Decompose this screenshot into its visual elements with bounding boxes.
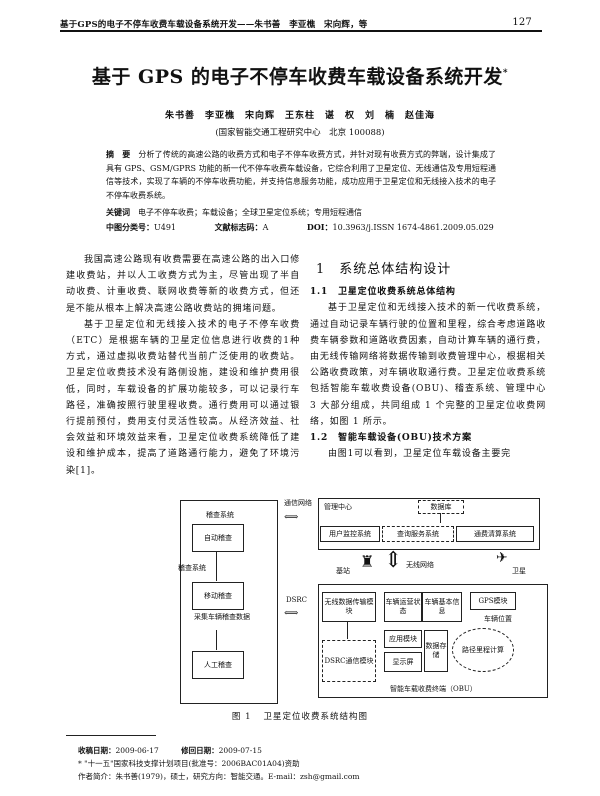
running-header: 基于GPS的电子不停车收费车载设备系统开发——朱书善 李亚樵 宋向辉，等 127 <box>60 14 542 32</box>
satellite-label: 卫星 <box>512 567 526 575</box>
toll-settlement-box: 通费清算系统 <box>456 526 534 542</box>
double-arrow-icon: ⟺ <box>284 608 299 619</box>
paragraph-intro-1: 我国高速公路现有收费需要在高速公路的出入口修建收费站，并以人工收费方式为主，尽管… <box>66 255 300 314</box>
vehicle-position-label: 车辆位置 <box>484 615 512 623</box>
affiliation: (国家智能交通工程研究中心 北京 100088) <box>215 128 385 138</box>
title-footnote-mark: * <box>502 68 509 79</box>
running-header-text: 基于GPS的电子不停车收费车载设备系统开发——朱书善 李亚樵 宋向辉，等 <box>60 20 368 30</box>
auto-inspection-box: 自动稽查 <box>192 524 244 552</box>
wireless-link-arrow-icon: ⇕ <box>384 548 403 573</box>
footnote-divider <box>66 735 156 736</box>
connector-line <box>347 621 348 639</box>
connector-line <box>216 551 217 581</box>
keywords-text: 电子不停车收费；车载设备；全球卫星定位系统；专用短程通信 <box>138 208 362 217</box>
document-code: 文献标志码：A <box>214 222 269 232</box>
figure-number: 图 1 <box>231 712 252 722</box>
connector-line <box>440 513 441 523</box>
wireless-module-box: 无线数据传输模块 <box>322 592 376 622</box>
paragraph-obu: 由图1可以看到，卫星定位车载设备主要完 <box>328 449 511 460</box>
abstract-text: 分析了传统的高速公路的收费方式和电子不停车收费方式，并针对现有收费方式的弊端，设… <box>106 150 497 200</box>
classification-line: 中图分类号：U491 文献标志码：A DOI：10.3963/j.ISSN 16… <box>106 222 526 233</box>
database-box: 数据库 <box>418 500 464 514</box>
obu-label: 智能车载收费终端（OBU） <box>390 685 477 693</box>
figure-1-diagram: 稽查系统 自动稽查 稽查系统 移动稽查 采集车辆稽查数据 人工稽查 通信网络 ⟺… <box>150 496 550 708</box>
paper-title: 基于 GPS 的电子不停车收费车载设备系统开发* <box>0 62 600 89</box>
app-module-box: 应用模块 <box>384 630 422 648</box>
paragraph-intro-2: 基于卫星定位和无线接入技术的电子不停车收费（ETC）是根据车辆的卫星定位信息进行… <box>66 319 300 476</box>
clc-code: 中图分类号：U491 <box>106 222 177 232</box>
double-arrow-icon: ⟺ <box>284 512 299 523</box>
base-station-icon: ♜ <box>360 552 375 571</box>
query-service-box: 查询服务系统 <box>382 526 454 542</box>
comm-network-label: 通信网络 <box>284 499 312 507</box>
user-monitor-box: 用户监控系统 <box>320 526 380 542</box>
dsrc-module-box: DSRC通信模块 <box>322 640 376 682</box>
wireless-network-label: 无线网络 <box>406 561 434 569</box>
gps-module-box: GPS模块 <box>470 592 516 610</box>
base-station-label: 基站 <box>336 567 350 575</box>
page-number: 127 <box>512 17 532 28</box>
satellite-icon: ✈ <box>496 550 508 566</box>
inspection-system-2-label: 稽查系统 <box>178 564 206 572</box>
dsrc-label: DSRC <box>286 596 308 604</box>
footnotes: 收稿日期：2009-06-17 修回日期：2009-07-15 * "十一五"国… <box>78 744 360 783</box>
keywords: 关键词电子不停车收费；车载设备；全球卫星定位系统；专用短程通信 <box>106 207 506 218</box>
mobile-inspection-box: 移动稽查 <box>192 582 244 610</box>
manual-inspection-box: 人工稽查 <box>192 651 244 679</box>
figure-caption: 图 1 卫星定位收费系统结构图 <box>0 710 600 722</box>
title-text: 基于 GPS 的电子不停车收费车载设备系统开发 <box>91 66 503 88</box>
inspection-system-label: 稽查系统 <box>206 511 234 519</box>
footnote-funding: * "十一五"国家科技支撑计划项目(批准号：2006BAC01A04)资助 <box>78 759 300 768</box>
data-storage-box: 数据存储 <box>424 630 448 672</box>
display-box: 显示屏 <box>384 652 422 672</box>
figure-caption-text: 卫星定位收费系统结构图 <box>263 712 369 722</box>
keywords-label: 关键词 <box>106 207 130 217</box>
mileage-calc-ellipse: 路径里程计算 <box>452 628 514 672</box>
vehicle-info-box: 车辆基本信息 <box>422 592 462 622</box>
left-column: 我国高速公路现有收费需要在高速公路的出入口修建收费站，并以人工收费方式为主，尽管… <box>66 252 300 479</box>
paragraph-system-structure: 基于卫星定位和无线接入技术的新一代收费系统，通过自动记录车辆行驶的位置和里程，综… <box>310 303 546 427</box>
footnote-author-bio: 作者简介：朱书善(1979)，硕士，研究方向：智能交通。E-mail：zsh@g… <box>78 772 360 781</box>
vehicle-status-box: 车辆运营状态 <box>384 592 422 622</box>
footnote-dates: 收稿日期：2009-06-17 修回日期：2009-07-15 <box>78 746 262 755</box>
abstract-label: 摘 要 <box>106 149 131 159</box>
management-center-label: 管理中心 <box>324 503 352 511</box>
abstract: 摘 要分析了传统的高速公路的收费方式和电子不停车收费方式，并针对现有收费方式的弊… <box>106 148 496 202</box>
collect-data-label: 采集车辆稽查数据 <box>194 613 250 621</box>
doi: DOI：10.3963/j.ISSN 1674-4861.2009.05.029 <box>306 222 494 232</box>
author-list: 朱书善 李亚樵 宋向辉 王东柱 谌 权 刘 楠 赵佳海 <box>164 111 435 121</box>
connector-line <box>216 630 217 650</box>
